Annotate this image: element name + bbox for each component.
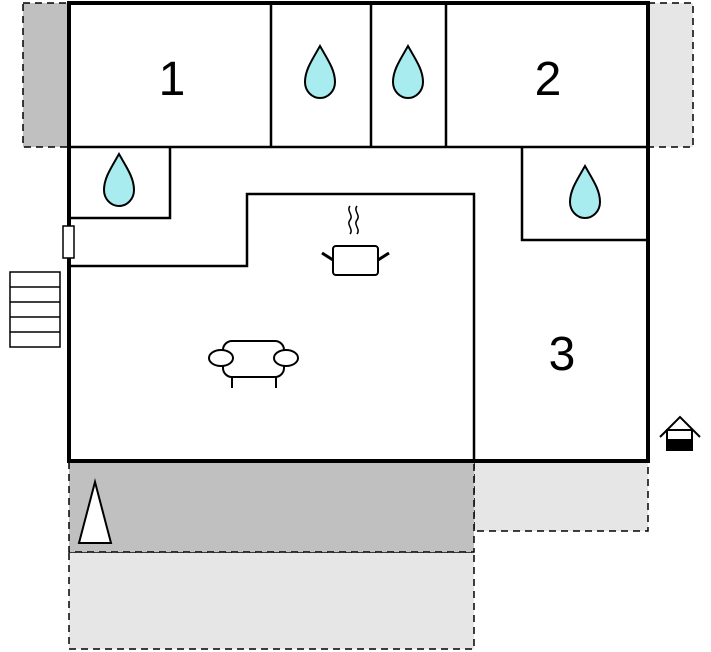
stairs-icon xyxy=(9,271,61,348)
terrace-right xyxy=(647,2,694,148)
tree-icon xyxy=(77,478,113,544)
terrace-bottom-covered xyxy=(68,460,475,553)
cooking-pot-icon xyxy=(321,205,390,276)
water-drop-icon xyxy=(303,43,337,99)
entrance-door xyxy=(62,225,75,259)
room-label-3: 3 xyxy=(549,328,576,381)
room-label-1: 1 xyxy=(159,53,186,106)
outdoor-areas xyxy=(22,2,694,650)
terrace-bottom-right xyxy=(473,460,649,532)
water-drop-icon xyxy=(102,151,136,207)
sofa-icon xyxy=(208,340,299,388)
room-label-2: 2 xyxy=(535,53,562,106)
interior-walls xyxy=(69,3,648,461)
water-drop-icon xyxy=(391,43,425,99)
terrace-bottom-far xyxy=(68,551,475,650)
water-drop-icon xyxy=(568,163,602,219)
well-icon xyxy=(659,415,701,451)
terrace-left xyxy=(22,2,70,148)
